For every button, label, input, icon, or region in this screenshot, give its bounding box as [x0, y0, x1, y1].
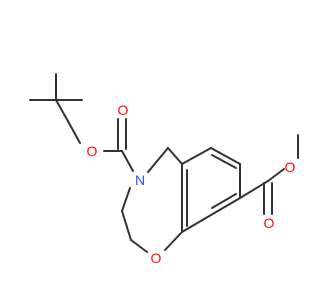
bond — [211, 193, 237, 209]
oxygen-label: O — [151, 250, 162, 266]
bond — [210, 147, 241, 165]
atom-label: O — [87, 143, 98, 159]
bond — [130, 239, 148, 253]
bond — [210, 197, 241, 216]
bond — [147, 147, 169, 173]
atom-label: O — [264, 215, 275, 231]
bond — [121, 187, 131, 212]
atom-label: O — [151, 250, 162, 266]
bond — [68, 122, 81, 144]
oxygen-label: O — [285, 159, 296, 175]
bond — [121, 150, 134, 172]
oxygen-label: O — [264, 215, 275, 231]
oxygen-label: O — [87, 143, 98, 159]
bond — [167, 147, 183, 165]
atom-label: O — [118, 102, 129, 118]
bond — [267, 168, 285, 182]
structure-diagram: O O N O O O — [29, 73, 299, 266]
nitrogen-label: N — [135, 172, 145, 188]
bond — [211, 154, 237, 169]
bond — [181, 147, 212, 165]
bond — [121, 210, 132, 241]
bond — [181, 214, 212, 233]
atom-label: N — [135, 172, 145, 188]
bond — [55, 99, 70, 124]
bond — [164, 231, 183, 251]
atom-label: O — [285, 159, 296, 175]
oxygen-label: O — [118, 102, 129, 118]
